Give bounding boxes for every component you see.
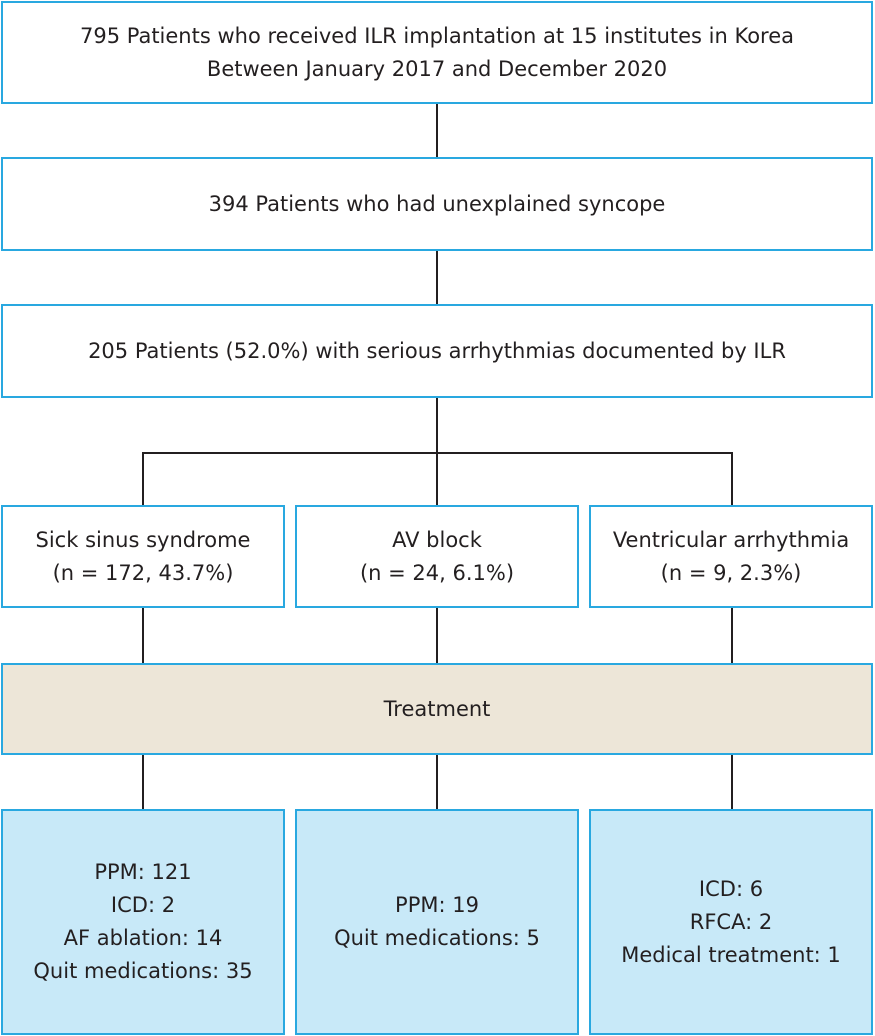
group-title: Sick sinus syndrome bbox=[35, 527, 251, 552]
connector-top-to-step2 bbox=[436, 103, 438, 158]
box-ilr-implantation: 795 Patients who received ILR implantati… bbox=[1, 1, 873, 104]
group-title: Ventricular arrhythmia bbox=[612, 527, 850, 552]
outcome-line: PPM: 121 bbox=[94, 860, 192, 884]
connector-branch-left bbox=[142, 452, 144, 506]
box-outcome-sick-sinus: PPM: 121 ICD: 2 AF ablation: 14 Quit med… bbox=[1, 809, 285, 1035]
box-serious-arrhythmias: 205 Patients (52.0%) with serious arrhyt… bbox=[1, 304, 873, 398]
box-treatment-label: Treatment bbox=[383, 696, 491, 721]
box-unexplained-syncope: 394 Patients who had unexplained syncope bbox=[1, 157, 873, 251]
outcome-line: Quit medications: 5 bbox=[334, 926, 540, 950]
outcome-line: ICD: 6 bbox=[698, 876, 764, 901]
connector-treatment-to-outcome1 bbox=[142, 754, 144, 810]
box-serious-arrhythmias-text: 205 Patients (52.0%) with serious arrhyt… bbox=[88, 338, 786, 363]
outcome-line: Quit medications: 35 bbox=[33, 959, 253, 983]
group-count: (n = 24, 6.1%) bbox=[359, 560, 515, 585]
group-count: (n = 172, 43.7%) bbox=[52, 560, 234, 585]
connector-step2-to-step3 bbox=[436, 250, 438, 305]
outcome-line: ICD: 2 bbox=[110, 893, 176, 917]
box-ilr-implantation-line2: Between January 2017 and December 2020 bbox=[206, 56, 668, 81]
outcome-line: Medical treatment: 1 bbox=[621, 942, 841, 967]
connector-step3-down bbox=[436, 397, 438, 454]
connector-group2-to-treatment bbox=[436, 607, 438, 664]
group-count: (n = 9, 2.3%) bbox=[660, 560, 802, 585]
box-av-block: AV block (n = 24, 6.1%) bbox=[295, 505, 579, 608]
outcome-line: RFCA: 2 bbox=[689, 909, 773, 934]
box-unexplained-syncope-text: 394 Patients who had unexplained syncope bbox=[208, 191, 666, 216]
box-sick-sinus-syndrome: Sick sinus syndrome (n = 172, 43.7%) bbox=[1, 505, 285, 608]
connector-group3-to-treatment bbox=[731, 607, 733, 664]
box-outcome-av-block: PPM: 19 Quit medications: 5 bbox=[295, 809, 579, 1035]
connector-group1-to-treatment bbox=[142, 607, 144, 664]
connector-branch-right bbox=[731, 452, 733, 506]
connector-branch-middle bbox=[436, 452, 438, 506]
box-ilr-implantation-line1: 795 Patients who received ILR implantati… bbox=[79, 23, 795, 48]
connector-treatment-to-outcome3 bbox=[731, 754, 733, 810]
box-outcome-ventricular: ICD: 6 RFCA: 2 Medical treatment: 1 bbox=[589, 809, 873, 1035]
box-ventricular-arrhythmia: Ventricular arrhythmia (n = 9, 2.3%) bbox=[589, 505, 873, 608]
outcome-line: AF ablation: 14 bbox=[63, 926, 223, 950]
connector-treatment-to-outcome2 bbox=[436, 754, 438, 810]
outcome-line: PPM: 19 bbox=[395, 893, 479, 917]
group-title: AV block bbox=[392, 527, 482, 552]
box-treatment: Treatment bbox=[1, 663, 873, 755]
